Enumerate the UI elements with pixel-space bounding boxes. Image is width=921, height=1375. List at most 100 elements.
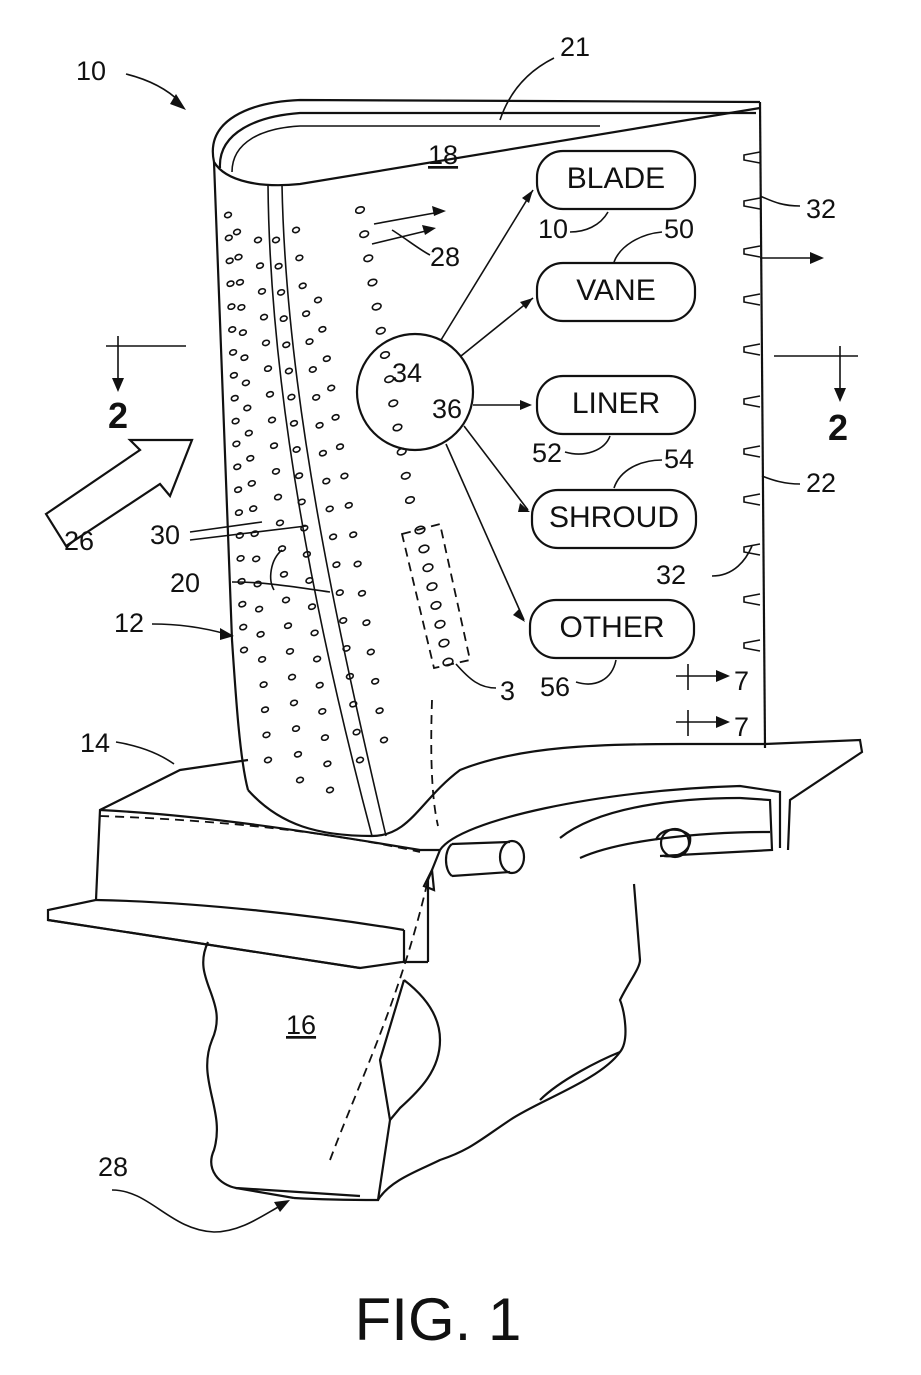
box-other-label: OTHER [560, 611, 665, 644]
detail-circle [357, 334, 473, 450]
ref-30: 30 [150, 520, 180, 550]
cooling-hole [332, 561, 340, 568]
cooling-hole [336, 589, 344, 596]
ref-26: 26 [64, 526, 94, 556]
cooling-hole [240, 354, 248, 361]
cooling-hole [313, 655, 321, 662]
cooling-hole [280, 315, 288, 322]
cooling-hole [242, 379, 250, 386]
cooling-hole [358, 590, 366, 597]
cooling-hole [277, 289, 285, 296]
cooling-hole [226, 280, 234, 287]
cooling-hole [274, 263, 282, 270]
cooling-hole [255, 606, 263, 613]
cooling-hole [326, 505, 334, 512]
cooling-hole [234, 486, 242, 493]
ref-7a: 7 [734, 666, 749, 696]
cooling-hole [240, 646, 248, 653]
box-blade-label: BLADE [567, 162, 665, 195]
box-liner-label: LINER [572, 387, 660, 420]
cooling-hole [231, 418, 239, 425]
cooling-hole [237, 304, 245, 311]
cooling-hole [356, 756, 364, 763]
cooling-hole [236, 555, 244, 562]
ref-56: 56 [540, 672, 570, 702]
cooling-hole [226, 257, 234, 264]
cooling-hole [309, 366, 317, 373]
cooling-hole [264, 756, 272, 763]
detail-region-3 [402, 524, 496, 688]
cooling-hole [282, 341, 290, 348]
cooling-hole [308, 603, 316, 610]
cooling-hole [392, 423, 403, 432]
cooling-hole [256, 262, 264, 269]
cooling-hole [319, 450, 327, 457]
cooling-hole [339, 617, 347, 624]
cooling-hole [388, 399, 399, 408]
cooling-hole [305, 338, 313, 345]
ref-16: 16 [286, 1010, 316, 1040]
cooling-hole [426, 582, 438, 592]
cooling-hole [234, 254, 242, 261]
cooling-hole [295, 254, 303, 261]
ref-36: 36 [432, 394, 462, 424]
cooling-hole [280, 571, 288, 578]
cooling-hole [292, 226, 300, 233]
cooling-hole [362, 619, 370, 626]
cooling-hole [278, 545, 286, 552]
ref-52: 52 [532, 438, 562, 468]
cooling-hole [312, 394, 320, 401]
ref-10-box: 10 [538, 214, 568, 244]
cooling-hole [367, 278, 378, 287]
cooling-hole [321, 734, 329, 741]
cooling-hole [430, 600, 442, 610]
cooling-hole [315, 422, 323, 429]
box-shroud-label: SHROUD [549, 501, 679, 534]
cooling-hole [245, 430, 253, 437]
cooling-hole [229, 349, 237, 356]
ref-3: 3 [500, 676, 515, 706]
cooling-hole [258, 656, 266, 663]
cooling-hole [422, 563, 434, 573]
ref-12: 12 [114, 608, 144, 638]
cooling-hole [232, 440, 240, 447]
ref-50: 50 [664, 214, 694, 244]
cooling-hole [376, 326, 387, 335]
ref-22: 22 [806, 468, 836, 498]
cooling-hole [274, 494, 282, 501]
cooling-hole [270, 442, 278, 449]
cooling-hole [303, 551, 311, 558]
cooling-hole [340, 472, 348, 479]
cooling-hole [294, 751, 302, 758]
cooling-hole [345, 502, 353, 509]
cooling-hole [326, 786, 334, 793]
cooling-hole [224, 211, 232, 218]
cooling-hole [228, 326, 236, 333]
cooling-hole [336, 443, 344, 450]
cooling-hole [329, 533, 337, 540]
cooling-hole [434, 619, 446, 629]
cooling-hole [327, 384, 335, 391]
cooling-hole [438, 638, 450, 648]
cooling-hole [322, 478, 330, 485]
cooling-hole [316, 682, 324, 689]
figure-caption: FIG. 1 [355, 1286, 522, 1353]
cooling-hole [268, 416, 276, 423]
ref-21: 21 [560, 32, 590, 62]
cooling-hole [287, 394, 295, 401]
cooling-hole [227, 303, 235, 310]
cooling-hole [371, 302, 382, 311]
cooling-hole [266, 391, 274, 398]
cooling-hole [282, 596, 290, 603]
cooling-hole [349, 531, 357, 538]
cooling-hole [225, 234, 233, 241]
cooling-hole [239, 624, 247, 631]
cooling-hole [296, 776, 304, 783]
cooling-hole [246, 455, 254, 462]
cooling-hole [252, 555, 260, 562]
cooling-hole [248, 480, 256, 487]
cooling-hole [284, 622, 292, 629]
cooling-hole [371, 678, 379, 685]
